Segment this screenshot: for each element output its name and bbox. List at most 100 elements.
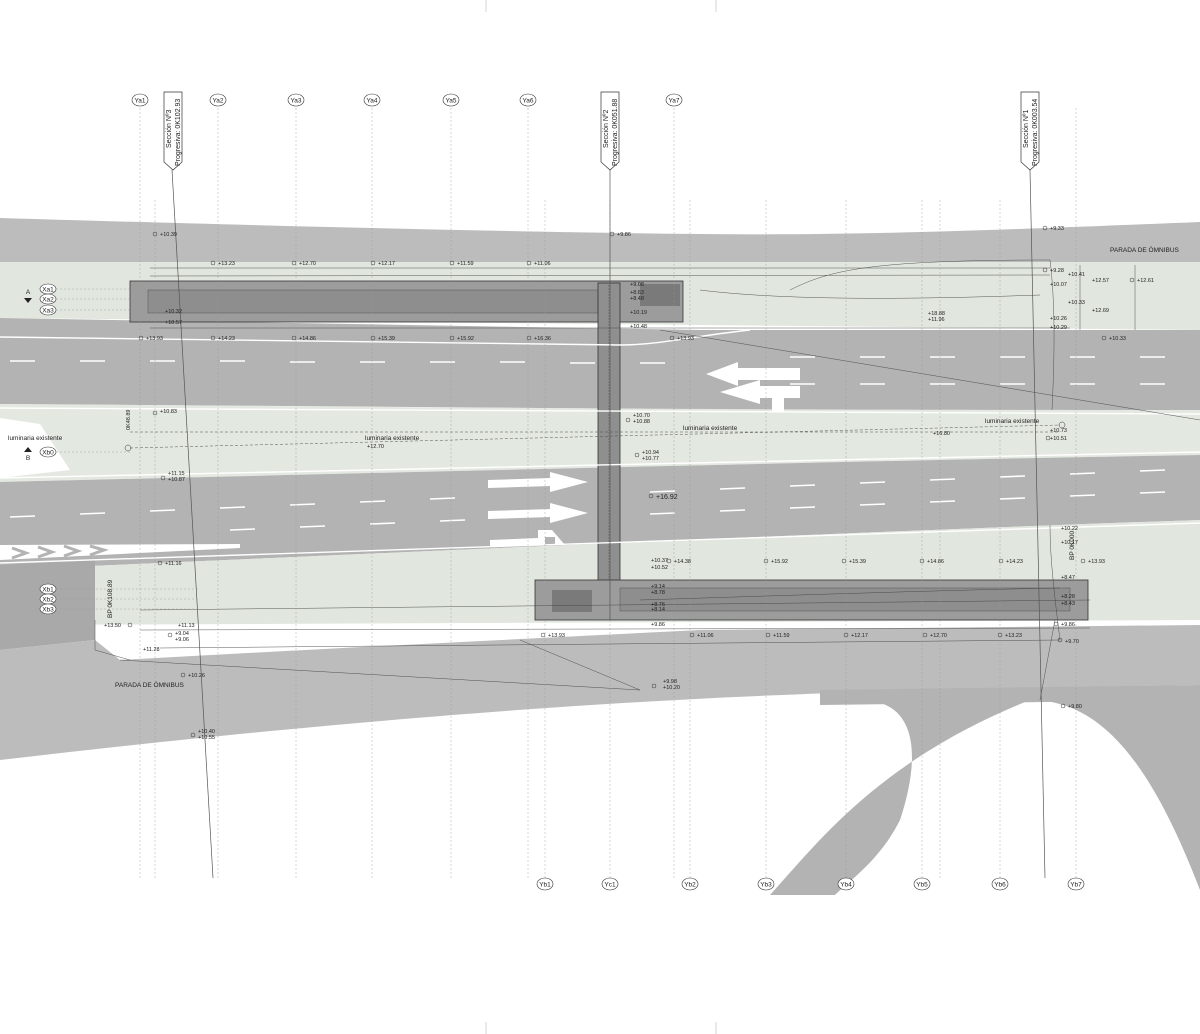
svg-text:Ya1: Ya1 bbox=[134, 98, 145, 105]
svg-text:+10.83: +10.83 bbox=[160, 409, 177, 415]
svg-text:+9.86: +9.86 bbox=[617, 232, 631, 238]
svg-text:+10.29: +10.29 bbox=[1050, 325, 1067, 331]
arrow-left-turn bbox=[720, 380, 800, 412]
grid-bubble-ya5: Ya5 bbox=[442, 93, 460, 107]
road-arrows bbox=[488, 362, 800, 547]
svg-text:+10.39: +10.39 bbox=[160, 232, 177, 238]
svg-text:+10.77: +10.77 bbox=[642, 456, 659, 462]
svg-text:Ya5: Ya5 bbox=[445, 98, 456, 105]
north-ramp-inner bbox=[147, 289, 599, 314]
svg-text:Ya2: Ya2 bbox=[212, 98, 223, 105]
svg-text:Xa3: Xa3 bbox=[42, 308, 54, 315]
grid-bubble-yc1: Yc1 bbox=[601, 877, 619, 891]
svg-text:+10.94: +10.94 bbox=[642, 450, 659, 456]
grid-bubbles-left: Xa1 Xa2 Xa3 Xb0 Xb1 Xb2 Xb3 bbox=[39, 283, 57, 615]
grid-bubble-ya6: Ya6 bbox=[519, 93, 537, 107]
svg-text:Yb7: Yb7 bbox=[1070, 882, 1082, 889]
section-tag-1 bbox=[1020, 91, 1040, 171]
svg-text:+9.86: +9.86 bbox=[651, 622, 665, 628]
svg-text:A: A bbox=[26, 289, 31, 296]
svg-text:+10.19: +10.19 bbox=[630, 310, 647, 316]
svg-text:+12.57: +12.57 bbox=[1092, 278, 1109, 284]
svg-text:B: B bbox=[26, 455, 30, 462]
svg-text:+16.92: +16.92 bbox=[656, 494, 678, 501]
section-tag-3 bbox=[163, 91, 183, 171]
svg-text:+10.22: +10.22 bbox=[1061, 526, 1078, 532]
grid-bubble-ya4: Ya4 bbox=[363, 93, 381, 107]
svg-text:+15.92: +15.92 bbox=[457, 336, 474, 342]
svg-text:+10.33: +10.33 bbox=[1109, 336, 1126, 342]
lower-sidewalk bbox=[0, 625, 1200, 760]
svg-text:+15.39: +15.39 bbox=[378, 336, 395, 342]
svg-text:+14.86: +14.86 bbox=[927, 559, 944, 565]
svg-text:+9.70: +9.70 bbox=[1065, 639, 1079, 645]
section-marker-a: A bbox=[24, 289, 32, 303]
arrow-right-turn bbox=[490, 530, 565, 547]
svg-text:+9.80: +9.80 bbox=[1068, 704, 1082, 710]
south-lane-dashes bbox=[9, 469, 1166, 531]
south-stair bbox=[552, 590, 592, 612]
grid-bubble-ya2: Ya2 bbox=[209, 93, 227, 107]
svg-text:+10.48: +10.48 bbox=[630, 324, 647, 330]
bus-stop-bottom: PARADA DE ÓMNIBUS bbox=[115, 680, 185, 689]
svg-text:+9.04: +9.04 bbox=[175, 631, 189, 637]
section-1-progresiva: Progresiva: 0K003.54 bbox=[1032, 99, 1039, 166]
svg-text:Yb6: Yb6 bbox=[994, 882, 1006, 889]
svg-text:Ya7: Ya7 bbox=[668, 98, 679, 105]
svg-text:+10.73: +10.73 bbox=[1050, 428, 1067, 434]
svg-text:+9.08: +9.08 bbox=[630, 282, 644, 288]
svg-text:+12.70: +12.70 bbox=[299, 261, 316, 267]
grid-bubble-xa3: Xa3 bbox=[39, 304, 57, 316]
bus-stop-top: PARADA DE ÓMNIBUS bbox=[1110, 245, 1180, 254]
svg-text:+8.48: +8.48 bbox=[630, 296, 644, 302]
south-ramp-inner bbox=[619, 587, 1071, 612]
svg-text:+12.17: +12.17 bbox=[851, 633, 868, 639]
svg-text:+10.41: +10.41 bbox=[1068, 272, 1085, 278]
svg-text:+11.06: +11.06 bbox=[697, 633, 714, 639]
svg-text:+10.40: +10.40 bbox=[198, 729, 215, 735]
median-notch bbox=[0, 418, 70, 478]
svg-text:Xa2: Xa2 bbox=[42, 297, 54, 304]
svg-text:+11.59: +11.59 bbox=[457, 261, 474, 267]
grid-bubble-ya3: Ya3 bbox=[287, 93, 305, 107]
svg-text:+8.76: +8.76 bbox=[651, 602, 665, 608]
svg-text:+10.70: +10.70 bbox=[633, 413, 650, 419]
svg-text:+10.52: +10.52 bbox=[651, 565, 668, 571]
svg-text:+9.28: +9.28 bbox=[1050, 268, 1064, 274]
svg-text:+11.15: +11.15 bbox=[168, 471, 185, 477]
section-1-name: Sección Nº1 bbox=[1023, 110, 1030, 148]
svg-text:+10.37: +10.37 bbox=[651, 558, 668, 564]
svg-text:+12.61: +12.61 bbox=[1137, 278, 1154, 284]
svg-text:+12.70: +12.70 bbox=[367, 444, 384, 450]
svg-text:Yb1: Yb1 bbox=[539, 882, 551, 889]
svg-text:+10.51: +10.51 bbox=[1050, 436, 1067, 442]
svg-text:Yb3: Yb3 bbox=[760, 882, 772, 889]
annotations: PARADA DE ÓMNIBUS PARADA DE ÓMNIBUS lumi… bbox=[8, 245, 1180, 689]
grid-bubble-xb2: Xb2 bbox=[39, 593, 57, 605]
section-lines bbox=[171, 169, 1046, 879]
svg-text:+14.23: +14.23 bbox=[1006, 559, 1023, 565]
lower-connector bbox=[820, 685, 1200, 705]
svg-text:+10.55: +10.55 bbox=[198, 735, 215, 741]
arrow-right-1 bbox=[488, 472, 588, 492]
grid-bubble-xa1: Xa1 bbox=[39, 283, 57, 295]
svg-text:+12.70: +12.70 bbox=[930, 633, 947, 639]
grid-bubble-ya7: Ya7 bbox=[665, 93, 683, 107]
station-small: 0K48.89 bbox=[126, 410, 132, 431]
svg-text:+10.26: +10.26 bbox=[1050, 316, 1067, 322]
svg-text:+8.63: +8.63 bbox=[630, 290, 644, 296]
svg-text:+13.93: +13.93 bbox=[1088, 559, 1105, 565]
svg-text:+8.14: +8.14 bbox=[651, 607, 665, 613]
section-texts: Sección Nº3 Progresiva: 0K102.93 Sección… bbox=[166, 99, 1039, 166]
footbridge bbox=[129, 280, 1089, 621]
svg-text:+8.28: +8.28 bbox=[1061, 594, 1075, 600]
grid-bubble-xa2: Xa2 bbox=[39, 293, 57, 305]
section-3-name: Sección Nº3 bbox=[166, 110, 173, 148]
svg-text:+15.92: +15.92 bbox=[771, 559, 788, 565]
bp-right: BP 0K000 bbox=[1069, 530, 1076, 560]
grid-bubble-yb2: Yb2 bbox=[681, 877, 699, 891]
svg-text:+15.39: +15.39 bbox=[849, 559, 866, 565]
svg-text:+10.17: +10.17 bbox=[1061, 540, 1078, 546]
lum-label-2: luminaria existente bbox=[365, 435, 420, 442]
